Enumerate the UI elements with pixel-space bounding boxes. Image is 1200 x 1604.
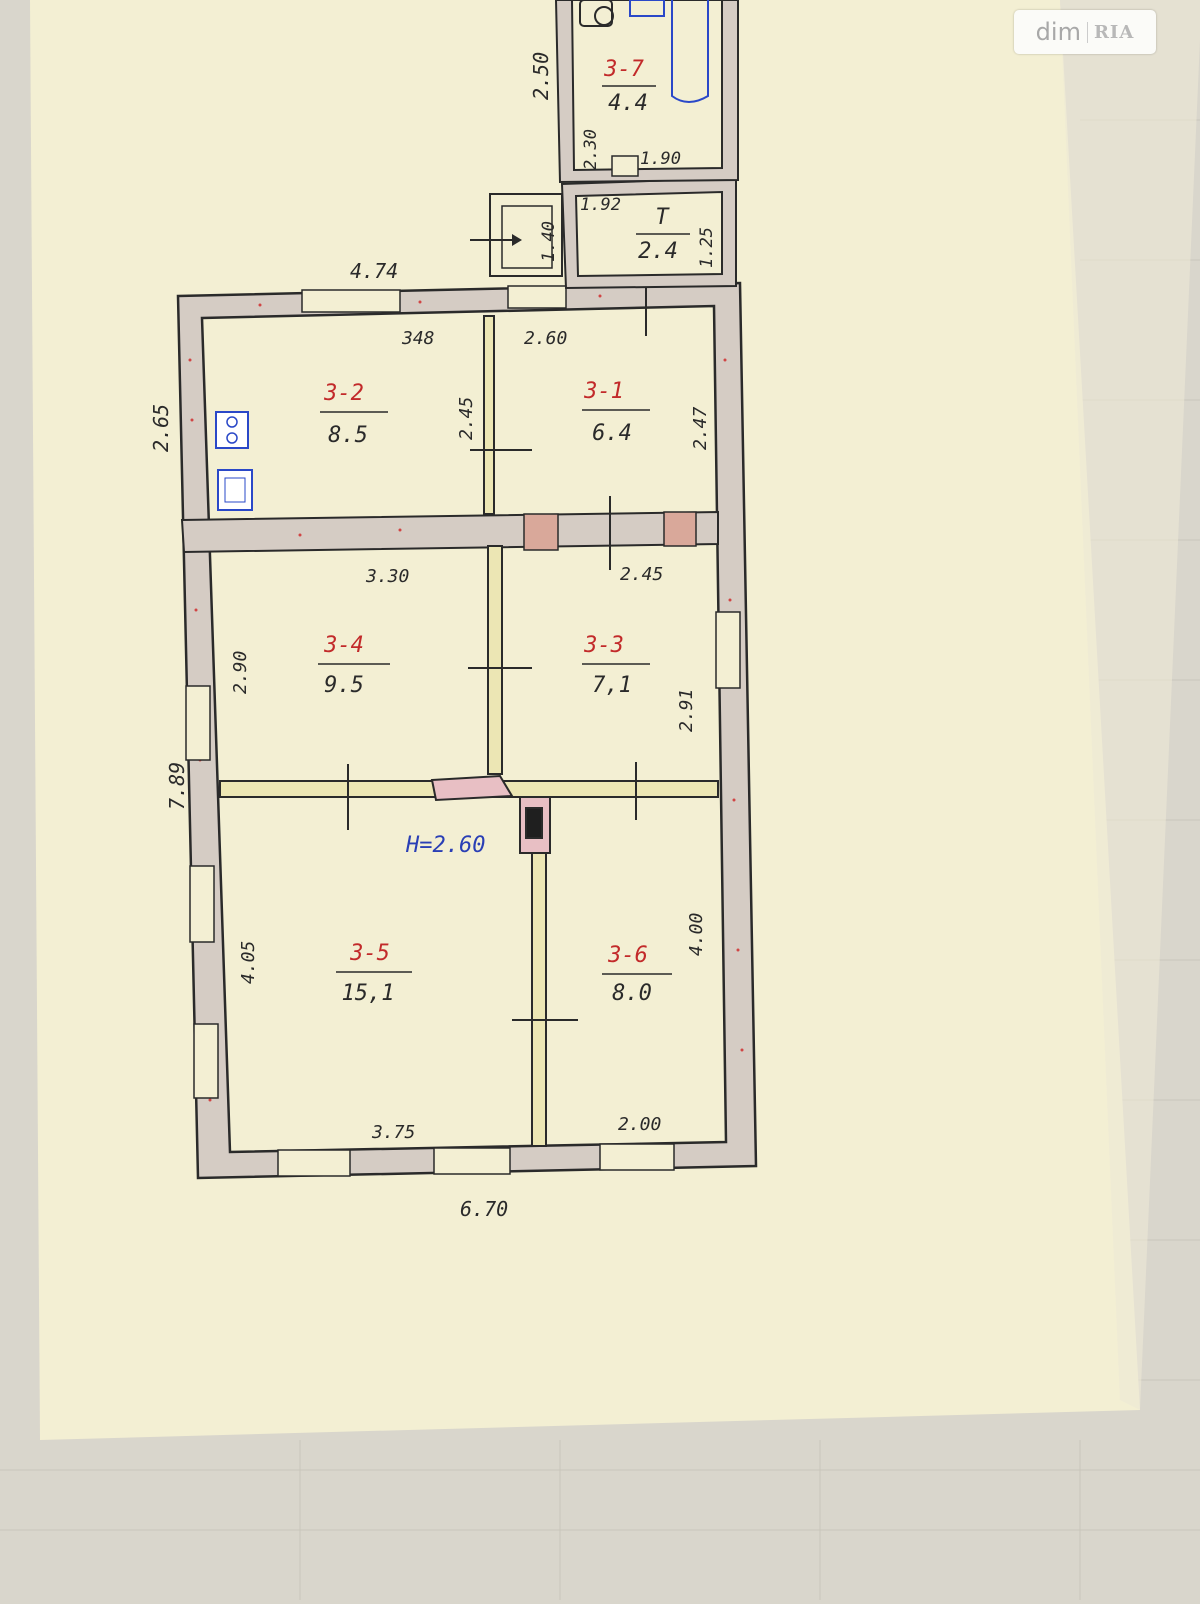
room-3-1: 3-1 6.4 xyxy=(582,379,650,446)
dimension-label: 7.89 xyxy=(165,762,189,810)
room-area: 9.5 xyxy=(324,673,364,698)
room-index: 3-7 xyxy=(603,57,644,82)
chimneys xyxy=(523,511,697,551)
dimension-label: 3.75 xyxy=(371,1122,415,1143)
room-area: 8.0 xyxy=(612,981,652,1006)
kitchen-sink-icon xyxy=(217,469,253,511)
room-index: 3-2 xyxy=(323,381,364,406)
dimension-label: 4.74 xyxy=(350,259,398,283)
dimension-label: 2.45 xyxy=(456,397,477,440)
dimension-label: 1.25 xyxy=(697,227,717,268)
dimension-label: 6.70 xyxy=(460,1197,508,1221)
room-index: 3-1 xyxy=(583,379,624,404)
room-area: 6.4 xyxy=(592,421,632,446)
dimension-label: 2.91 xyxy=(676,689,697,732)
room-area: 4.4 xyxy=(608,91,648,116)
room-index: T xyxy=(655,205,670,230)
room-3-2: 3-2 8.5 xyxy=(320,381,388,448)
dimension-label: 2.45 xyxy=(620,564,663,585)
dimension-label: 2.30 xyxy=(581,129,601,170)
door-marks xyxy=(347,278,647,1021)
room-index: 3-6 xyxy=(607,943,648,968)
watermark-dim: dim xyxy=(1035,18,1081,46)
room-t: T 2.4 xyxy=(636,205,690,264)
room-area: 7,1 xyxy=(592,673,632,698)
dimension-label: 2.60 xyxy=(524,328,567,349)
room-index: 3-3 xyxy=(583,633,624,658)
paper-sheet xyxy=(30,0,1140,1440)
dimension-label: 3.30 xyxy=(365,566,409,587)
dimension-label: 1.40 xyxy=(539,221,559,262)
windows xyxy=(185,285,741,1177)
ceiling-height-label: H=2.60 xyxy=(405,833,485,858)
dimension-label: 4.05 xyxy=(238,941,259,984)
room-area: 15,1 xyxy=(342,981,395,1006)
room-3-4: 3-4 9.5 xyxy=(318,633,390,698)
interior-partitions xyxy=(219,315,719,1147)
room-3-7: 3-7 4.4 xyxy=(602,57,656,116)
dimension-label: 2.50 xyxy=(529,52,553,100)
room-3-3: 3-3 7,1 xyxy=(582,633,650,698)
room-area: 8.5 xyxy=(328,423,368,448)
watermark-ria: RIA xyxy=(1086,21,1134,43)
kitchen-stove-icon xyxy=(215,411,249,449)
dimension-label: 1.90 xyxy=(640,149,681,169)
dimension-label: 2.90 xyxy=(230,651,251,694)
dimension-label: 1.92 xyxy=(580,195,621,215)
dimension-label: 2.47 xyxy=(690,406,711,450)
room-index: 3-5 xyxy=(349,941,390,966)
dimension-label: 4.00 xyxy=(686,913,707,956)
room-area: 2.4 xyxy=(638,239,678,264)
annex xyxy=(470,0,739,290)
room-index: 3-4 xyxy=(323,633,364,658)
room-3-5: 3-5 15,1 xyxy=(336,941,412,1006)
watermark-logo: dim RIA xyxy=(1014,10,1156,54)
dimension-label: 2.65 xyxy=(149,404,173,452)
dimension-label: 348 xyxy=(401,328,435,349)
bathroom-fixtures xyxy=(579,0,709,103)
dimension-label: 2.00 xyxy=(618,1114,661,1135)
room-3-6: 3-6 8.0 xyxy=(602,943,672,1006)
